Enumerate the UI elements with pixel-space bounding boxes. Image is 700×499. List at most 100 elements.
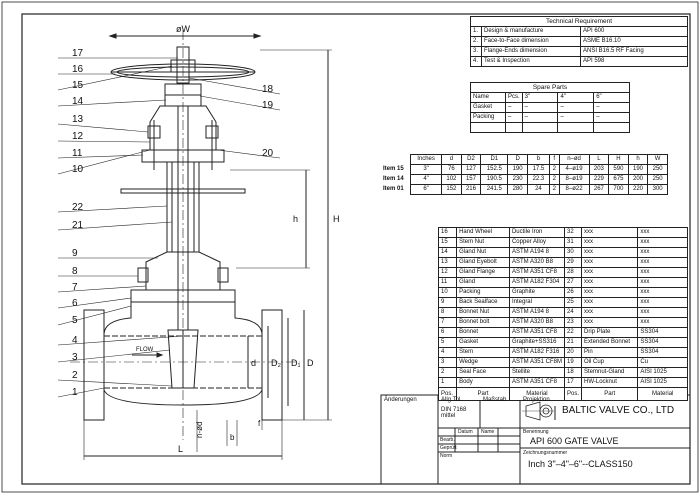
dim-H: H: [333, 214, 340, 224]
parts-cell: xxx: [637, 267, 688, 278]
parts-cell: 23: [563, 317, 583, 328]
dim-cell: 76: [441, 164, 462, 175]
dim-cell: 102: [441, 174, 462, 185]
parts-cell: Extended Bonnet: [580, 337, 639, 348]
callout-2: 2: [72, 370, 78, 381]
dim-cell: 24: [526, 184, 550, 195]
parts-cell: Drip Plate: [580, 327, 639, 338]
parts-cell: ASTM A351 CF8: [508, 377, 565, 388]
parts-cell: xxx: [637, 277, 688, 288]
parts-cell: Back Sealface: [456, 297, 510, 308]
callout-11: 11: [72, 148, 83, 159]
dim-D: D: [307, 358, 314, 368]
parts-cell: Stem Nut: [456, 237, 510, 248]
parts-cell: xxx: [580, 317, 639, 328]
parts-cell: xxx: [580, 227, 639, 238]
dim-cell: 241.5: [480, 184, 509, 195]
parts-cell: ASTM A182 F316: [508, 347, 565, 358]
parts-cell: 12: [437, 267, 458, 278]
dim-f: f: [258, 419, 261, 428]
parts-cell: 29: [563, 257, 583, 268]
callout-6: 6: [72, 298, 78, 309]
dim-cell: 280: [507, 184, 528, 195]
dim-cell: 230: [507, 174, 528, 185]
parts-cell: Copper Alloy: [508, 237, 565, 248]
parts-cell: 22: [563, 327, 583, 338]
parts-cell: 26: [563, 287, 583, 298]
dim-cell: 6": [409, 184, 443, 195]
parts-footer-cell: Pos.: [437, 387, 458, 401]
parts-cell: 30: [563, 247, 583, 258]
parts-cell: 3: [437, 357, 458, 368]
dim-cell: 2: [548, 184, 560, 195]
name-label: Name: [481, 429, 495, 435]
parts-cell: 8: [437, 307, 458, 318]
parts-cell: 6: [437, 327, 458, 338]
parts-cell: xxx: [580, 287, 639, 298]
parts-cell: Gland: [456, 277, 510, 288]
parts-cell: 15: [437, 237, 458, 248]
callout-21: 21: [72, 220, 84, 231]
parts-cell: Gasket: [456, 337, 510, 348]
dim-header-cell: f: [548, 154, 560, 165]
parts-cell: 24: [563, 307, 583, 318]
projection-symbol-icon: [522, 401, 554, 421]
callout-14: 14: [72, 96, 84, 107]
callout-leaders: [57, 57, 281, 398]
parts-cell: xxx: [580, 267, 639, 278]
parts-cell: ASTM A320 B8: [508, 317, 565, 328]
parts-cell: SS304: [637, 327, 688, 338]
parts-cell: 7: [437, 317, 458, 328]
dim-cell: 3": [409, 164, 443, 175]
parts-cell: ASTM A194 8: [508, 247, 565, 258]
parts-cell: xxx: [580, 297, 639, 308]
parts-cell: 1: [437, 377, 458, 388]
parts-cell: 28: [563, 267, 583, 278]
parts-cell: xxx: [580, 257, 639, 268]
parts-cell: xxx: [637, 237, 688, 248]
callout-16: 16: [72, 64, 84, 75]
parts-cell: Packing: [456, 287, 510, 298]
parts-cell: Seal Face: [456, 367, 510, 378]
dim-cell: 229: [588, 174, 610, 185]
parts-cell: 27: [563, 277, 583, 288]
norm-label: Norm: [440, 453, 453, 459]
dim-cell: 250: [647, 174, 668, 185]
scale-label: Maßstab: [483, 397, 507, 403]
dim-h: h: [293, 214, 298, 224]
parts-cell: 16: [437, 227, 458, 238]
dim-cell: 216: [460, 184, 482, 195]
item-15-label: Item 15: [383, 166, 404, 172]
drawing-number: Inch 3"–4"–6"--CLASS150: [528, 459, 633, 469]
dim-cell: 700: [608, 184, 629, 195]
dim-d: d: [251, 358, 256, 368]
dim-header-cell: D1: [480, 154, 509, 165]
parts-cell: Cu: [637, 357, 688, 368]
callout-10: 10: [72, 164, 84, 175]
callout-8: 8: [72, 266, 78, 277]
parts-cell: 20: [563, 347, 583, 358]
dim-cell: 200: [627, 174, 649, 185]
dim-header-cell: W: [647, 154, 668, 165]
parts-cell: 10: [437, 287, 458, 298]
callout-22: 22: [72, 202, 84, 213]
parts-cell: xxx: [637, 247, 688, 258]
bearb-label: Bearb.: [440, 437, 455, 443]
dim-cell: 250: [647, 164, 668, 175]
drawing-number-label: Zeichnungsnummer: [523, 450, 568, 456]
parts-cell: xxx: [637, 297, 688, 308]
dim-L: L: [178, 444, 183, 454]
technical-requirement-table: Technical Requirement 1.Design & manufac…: [470, 16, 688, 67]
parts-cell: xxx: [580, 237, 639, 248]
